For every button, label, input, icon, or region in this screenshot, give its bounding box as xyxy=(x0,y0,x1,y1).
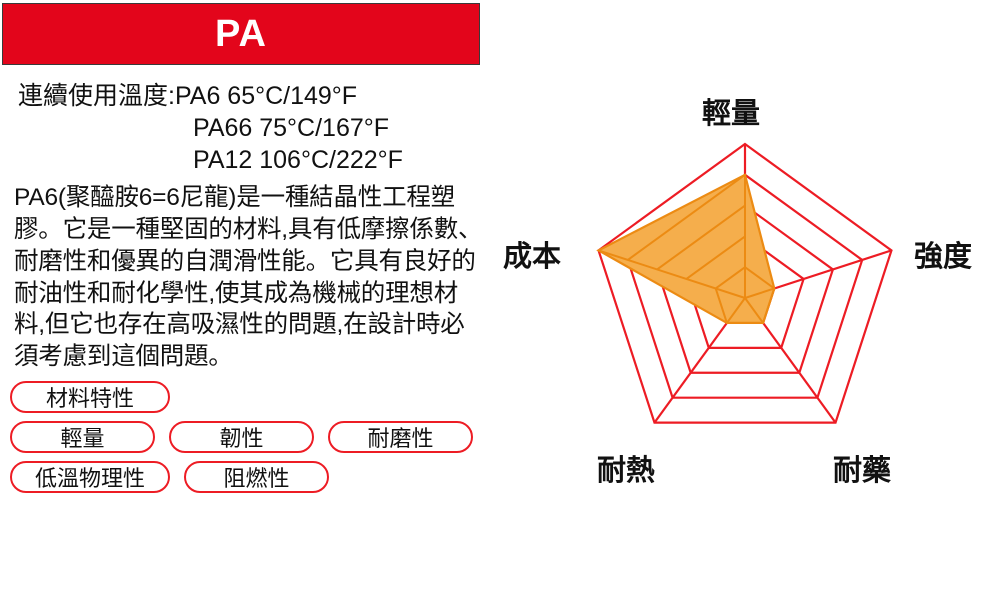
property-tag-group: 材料特性 輕量 韌性 耐磨性 低溫物理性 阻燃性 xyxy=(10,381,500,501)
radar-series-spoke xyxy=(598,249,746,299)
radar-inner-ring-segment xyxy=(762,288,776,324)
tag-material-characteristics[interactable]: 材料特性 xyxy=(10,381,170,413)
tag-flame-retardant[interactable]: 阻燃性 xyxy=(184,461,329,493)
temperature-line-pa66: PA66 75°C/167°F xyxy=(193,114,390,142)
radar-inner-ring-segment xyxy=(744,266,775,290)
material-description: PA6(聚醯胺6=6尼龍)是一種結晶性工程塑膠。它是一種堅固的材料,具有低摩擦係… xyxy=(14,184,483,371)
radar-axis-label-heat: 耐熱 xyxy=(597,455,656,487)
radar-series-spoke xyxy=(744,287,775,299)
radar-grid-ring xyxy=(597,142,893,424)
tag-row-2: 輕量 韌性 耐磨性 xyxy=(10,421,500,453)
tag-lightweight[interactable]: 輕量 xyxy=(10,421,155,453)
tag-wear-resistance[interactable]: 耐磨性 xyxy=(328,421,473,453)
material-title-bar: PA xyxy=(2,3,480,65)
radar-inner-ring-segment xyxy=(685,235,746,280)
radar-axis-label-strength: 強度 xyxy=(914,241,973,273)
radar-series-spoke xyxy=(726,297,746,324)
radar-series-spoke xyxy=(744,297,764,324)
radar-inner-ring-segment xyxy=(715,266,746,290)
radar-axis-label-chemical: 耐藥 xyxy=(833,455,892,487)
tag-toughness[interactable]: 韌性 xyxy=(169,421,314,453)
info-panel: PA 連續使用溫度:PA6 65°C/149°F PA66 75°C/167°F… xyxy=(2,3,500,501)
continuous-use-temperature-block: 連續使用溫度:PA6 65°C/149°F PA66 75°C/167°F PA… xyxy=(18,80,488,176)
radar-axis-label-cost: 成本 xyxy=(503,241,562,273)
radar-series-spokes xyxy=(598,173,776,324)
tag-row-3: 低溫物理性 阻燃性 xyxy=(10,461,500,493)
radar-inner-ring-segment xyxy=(627,173,746,261)
radar-chart: 輕量 強度 耐藥 耐熱 成本 xyxy=(500,0,1000,600)
radar-chart-svg xyxy=(596,142,893,424)
page-title: PA xyxy=(215,13,267,55)
radar-inner-ring-segment xyxy=(656,204,746,271)
radar-inner-ring-segment xyxy=(714,288,728,324)
tag-row-1: 材料特性 xyxy=(10,381,500,413)
temperature-line-pa12: PA12 106°C/222°F xyxy=(193,146,403,174)
tag-low-temperature-physical[interactable]: 低溫物理性 xyxy=(10,461,170,493)
radar-axis-label-light: 輕量 xyxy=(702,98,761,130)
temperature-line-pa6: 連續使用溫度:PA6 65°C/149°F xyxy=(18,82,358,110)
